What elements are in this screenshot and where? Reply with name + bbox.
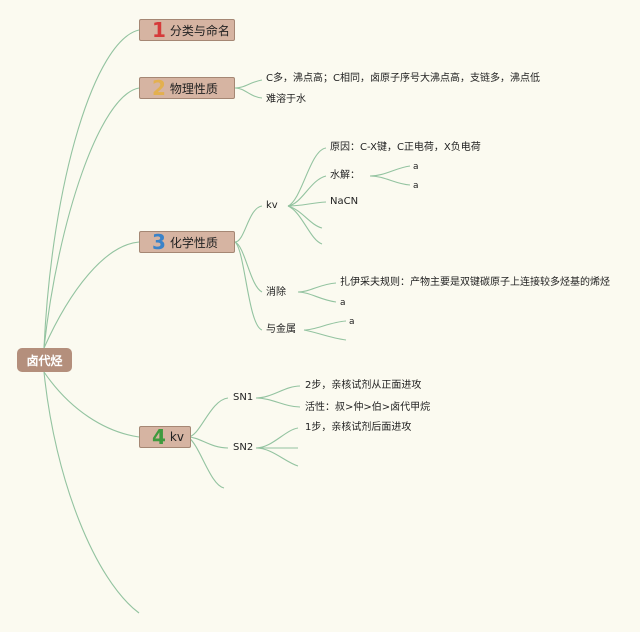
branch-3-chemical-properties[interactable]: 3 化学性质 — [139, 231, 235, 253]
branch-label: 化学性质 — [169, 235, 218, 250]
branch-1-classification[interactable]: 1 分类与命名 — [139, 19, 235, 41]
branch-4-kv[interactable]: 4 kv — [139, 426, 191, 448]
chemical-kv-node[interactable]: kv — [266, 200, 278, 211]
branch-number-4: 4 — [152, 425, 166, 449]
elimination-node[interactable]: 消除 — [266, 287, 286, 298]
branch-number-1: 1 — [152, 18, 166, 42]
hydrolysis-item-1[interactable]: a — [413, 162, 419, 172]
sn2-node[interactable]: SN2 — [233, 442, 254, 453]
hydrolysis-item-2[interactable]: a — [413, 181, 419, 191]
root-node[interactable]: 卤代烃 — [17, 348, 72, 372]
branch-2-physical-properties[interactable]: 2 物理性质 — [139, 77, 235, 99]
solubility-note[interactable]: 难溶于水 — [266, 94, 306, 105]
branch-number-2: 2 — [152, 76, 166, 100]
hydrolysis-node[interactable]: 水解： — [330, 170, 360, 181]
boiling-point-note[interactable]: C多，沸点高；C相同，卤原子序号大沸点高，支链多，沸点低 — [266, 73, 540, 84]
metal-item[interactable]: a — [349, 317, 355, 327]
sn2-step-note[interactable]: 1步，亲核试剂后面进攻 — [305, 422, 412, 433]
nacn-node[interactable]: NaCN — [330, 196, 359, 207]
branch-number-3: 3 — [152, 230, 166, 254]
elimination-item[interactable]: a — [340, 298, 346, 308]
branch-label: 分类与命名 — [169, 23, 230, 38]
branch-label: kv — [169, 430, 184, 444]
zaitsev-rule-note[interactable]: 扎伊采夫规则：产物主要是双键碳原子上连接较多烃基的烯烃 — [340, 277, 610, 288]
kv-cause-note[interactable]: 原因：C-X键，C正电荷，X负电荷 — [330, 142, 481, 153]
sn1-activity-note[interactable]: 活性：叔>仲>伯>卤代甲烷 — [305, 402, 431, 413]
branch-label: 物理性质 — [169, 81, 218, 96]
sn1-node[interactable]: SN1 — [233, 392, 254, 403]
metal-reaction-node[interactable]: 与金属 — [266, 324, 296, 335]
root-label: 卤代烃 — [26, 353, 63, 368]
sn1-step-note[interactable]: 2步，亲核试剂从正面进攻 — [305, 380, 422, 391]
